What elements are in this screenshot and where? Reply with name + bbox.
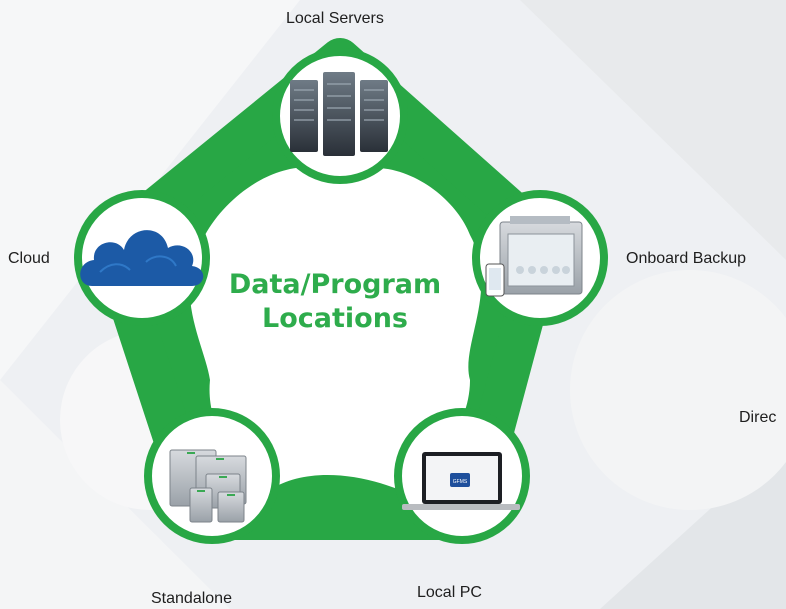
node-local-servers (272, 48, 408, 184)
laptop-icon: GFMS (402, 452, 520, 510)
node-standalone (144, 408, 280, 544)
label-standalone: Standalone (151, 590, 232, 607)
diagram-title-line2: Locations (262, 303, 408, 334)
inner-area (189, 167, 482, 490)
node-cloud (74, 190, 210, 326)
cloud-icon (80, 230, 204, 286)
label-onboard-backup: Onboard Backup (626, 250, 747, 267)
node-local-pc: GFMS (394, 408, 530, 544)
diagram-title-line1: Data/Program (228, 269, 442, 300)
laptop-screen-text: GFMS (453, 479, 468, 485)
incubators-stack-icon (169, 449, 247, 523)
label-direc: Direc (739, 409, 777, 426)
server-rack-icon (290, 72, 388, 156)
label-local-servers: Local Servers (286, 10, 384, 27)
node-onboard-backup (472, 190, 608, 326)
incubator-with-phone-icon (485, 216, 583, 297)
label-cloud: Cloud (8, 250, 50, 267)
label-local-pc: Local PC (417, 584, 482, 601)
